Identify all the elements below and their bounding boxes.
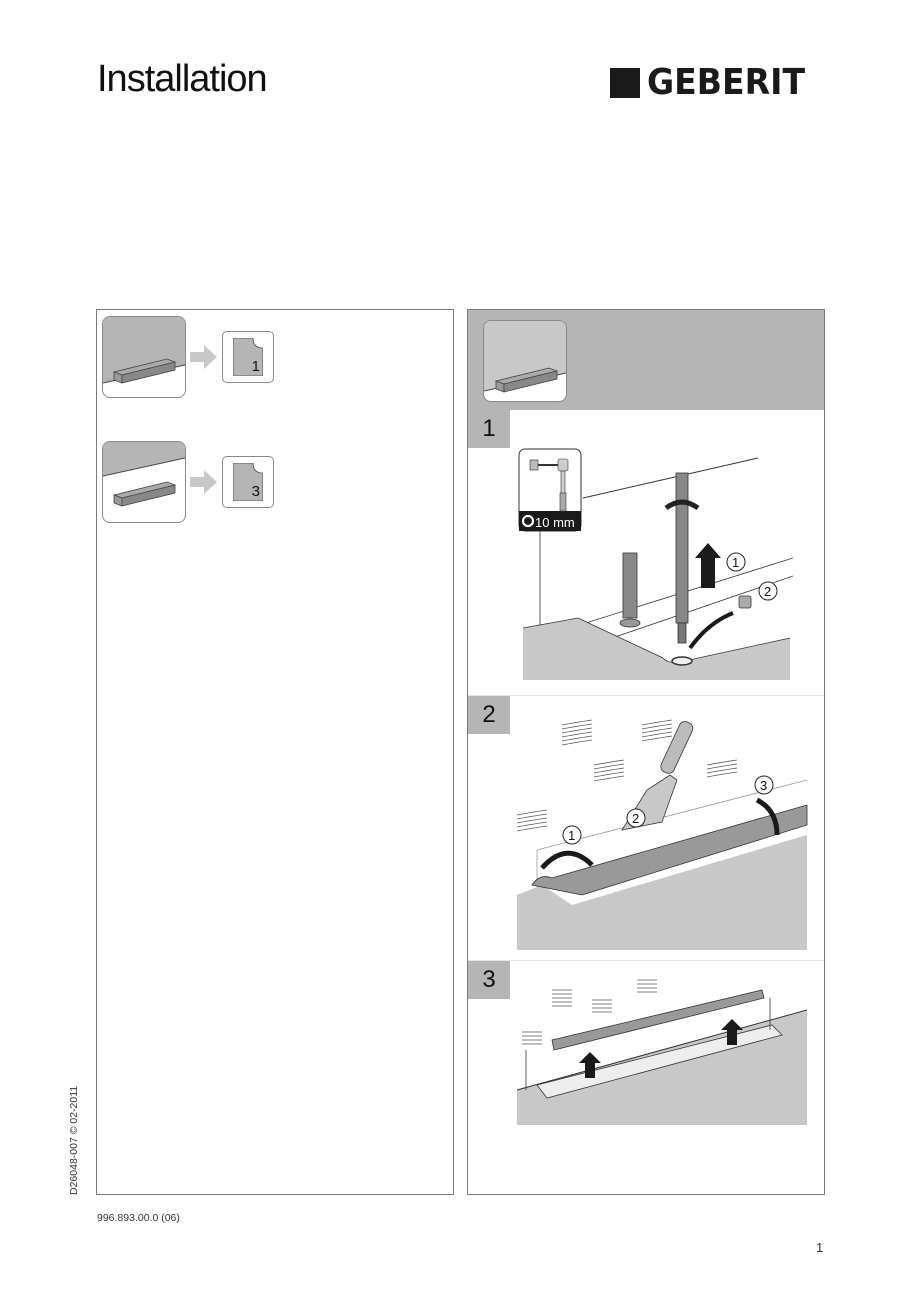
scenario-thumbnail-floor-level [483, 320, 567, 402]
instruction-panel: 1 10 mm 1 2 [467, 309, 825, 1195]
step-number-3: 3 [468, 961, 510, 999]
step-divider [468, 960, 824, 961]
page-ref-number: 1 [251, 358, 260, 375]
callout-1: 1 [568, 828, 575, 843]
step-1-illustration: 10 mm 1 2 [518, 448, 793, 680]
callout-1: 1 [732, 555, 739, 570]
callout-3: 3 [760, 778, 767, 793]
arrow-right-icon [190, 345, 217, 369]
page-reference-3[interactable]: 3 [222, 456, 274, 508]
step-number-2: 2 [468, 696, 510, 734]
document-code: 996.893.00.0 (06) [97, 1212, 180, 1224]
document-side-code: D26048-007 © 02-2011 [68, 1085, 80, 1195]
reference-row-2: 3 [102, 441, 274, 523]
page-icon: 3 [233, 463, 263, 501]
page-number: 1 [816, 1240, 824, 1255]
callout-2: 2 [632, 811, 639, 826]
scenario-thumbnail-below-wall [102, 441, 186, 523]
reference-row-1: 1 [102, 316, 274, 398]
page-ref-number: 3 [251, 483, 260, 500]
page-reference-1[interactable]: 1 [222, 331, 274, 383]
step-2-illustration: 1 2 3 [516, 719, 808, 950]
scenario-header [468, 310, 824, 410]
step-3-illustration [516, 979, 807, 1125]
logo-wordmark: GEBERIT [647, 62, 806, 103]
tool-size-label: 10 mm [535, 515, 575, 530]
scenario-thumbnail-floor-level [102, 316, 186, 398]
step-divider [468, 695, 824, 696]
geberit-logo: GEBERIT [610, 62, 819, 103]
page-icon: 1 [233, 338, 263, 376]
reference-panel: 1 3 [96, 309, 454, 1195]
arrow-right-icon [190, 470, 217, 494]
logo-square-icon [610, 68, 640, 98]
page-title: Installation [97, 58, 268, 100]
step-number-1: 1 [468, 410, 510, 448]
callout-2: 2 [764, 584, 771, 599]
